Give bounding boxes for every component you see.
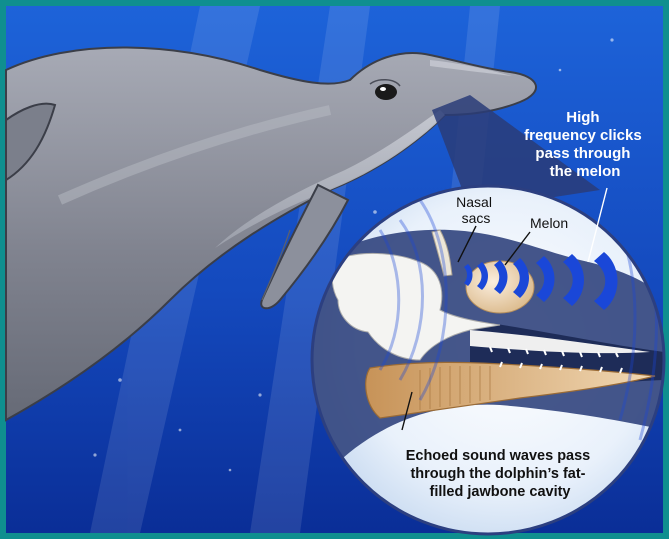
- melon-label: Melon: [530, 215, 568, 231]
- nasal-sacs-label: Nasal sacs: [456, 194, 496, 226]
- jawbone-label: Echoed sound waves pass through the dolp…: [406, 448, 595, 500]
